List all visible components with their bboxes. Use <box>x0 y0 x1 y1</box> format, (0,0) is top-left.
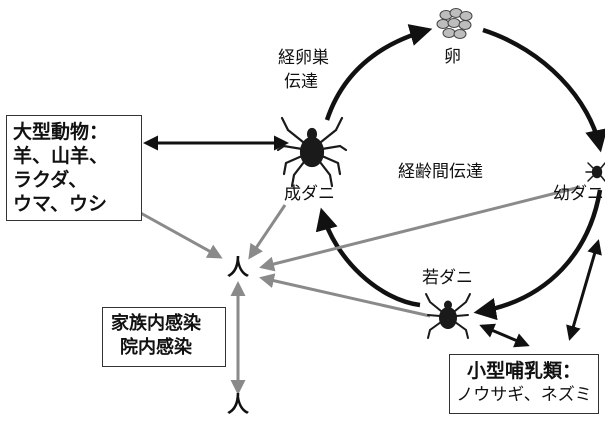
small-mammals-line-2: ノウサギ、ネズミ <box>456 385 592 405</box>
cycle-arrow-nymph-to-adult <box>315 207 421 308</box>
adult-tick-label: 成ダニ <box>284 184 335 204</box>
human-label-bottom: 人 <box>227 393 250 418</box>
egg-label: 卵 <box>444 47 461 67</box>
large-animals-line-4: ウマ、ウシ <box>13 193 108 215</box>
adult-tick-icon <box>276 116 348 188</box>
transovarial-label-1: 経卵巣 <box>278 48 329 68</box>
arrow-large-animals-to-human <box>127 204 223 259</box>
arrow-small-mammals-nymph <box>479 323 530 348</box>
nymph-tick-label: 若ダニ <box>422 268 473 288</box>
large-animals-line-2: 羊、山羊、 <box>13 145 109 167</box>
large-animals-box: 大型動物： 羊、山羊、 ラクダ、 ウマ、ウシ <box>6 115 142 221</box>
hospital-infection-label: 院内感染 <box>120 337 192 358</box>
transstadial-label: 経齢間伝達 <box>398 162 483 182</box>
nymph-tick-icon <box>425 293 471 339</box>
small-mammals-title: 小型哺乳類： <box>466 360 581 382</box>
arrow-adult-to-human <box>248 204 287 260</box>
large-animals-line-3: ラクダ、 <box>13 169 88 191</box>
arrow-small-mammals-larva <box>566 239 602 341</box>
cycle-arrow-egg-to-larva <box>482 27 605 153</box>
human-label-top: 人 <box>227 256 250 281</box>
arrow-larva-to-human <box>259 185 581 272</box>
cycle-arrow-larva-to-nymph <box>473 189 603 321</box>
larva-tick-label: 幼ダニ <box>553 184 604 204</box>
larva-tick-icon <box>585 162 605 182</box>
family-infection-label: 家族内感染 <box>111 313 201 334</box>
infection-types-box: 家族内感染 院内感染 <box>102 307 226 367</box>
arrow-nymph-to-human <box>259 273 431 318</box>
transovarial-label-2: 伝達 <box>284 72 318 92</box>
cycle-arrow-adult-to-egg <box>324 24 433 121</box>
small-mammals-box: 小型哺乳類： ノウサギ、ネズミ <box>449 354 599 414</box>
egg-cluster-icon <box>436 8 473 39</box>
large-animals-title: 大型動物： <box>13 121 109 143</box>
